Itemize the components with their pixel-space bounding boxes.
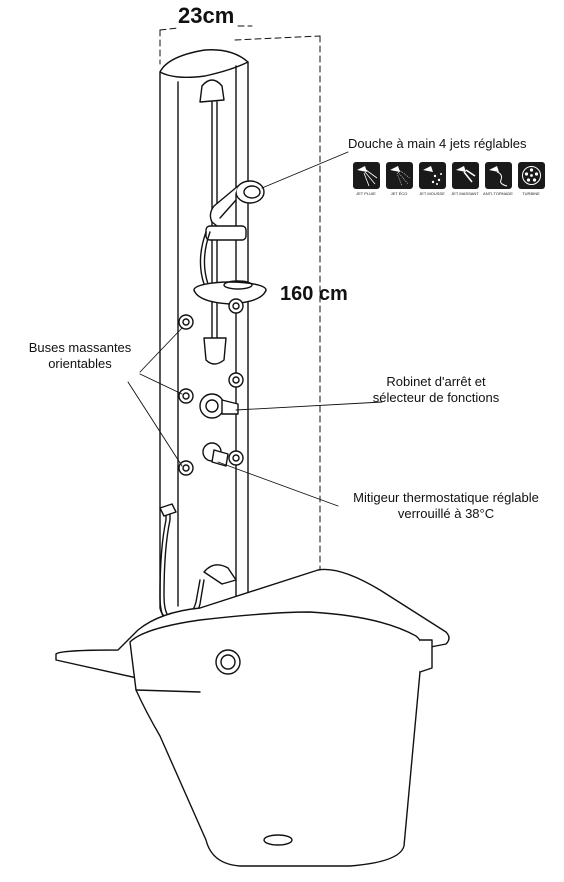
- jet-mode: JET MASSANT: [451, 162, 479, 196]
- hand-shower: [199, 151, 349, 285]
- massage-jets-label-line2: orientables: [48, 356, 112, 371]
- massage-jets-label: Buses massantes orientables: [6, 340, 154, 372]
- jet-mode: JET ÉCO: [385, 162, 413, 196]
- valve-label-line1: Robinet d'arrêt et: [386, 374, 486, 389]
- selector-valve: [199, 393, 383, 419]
- slide-stopper: [203, 337, 227, 365]
- eco-jet-icon: [385, 162, 413, 189]
- jet-mode: JET MOUSSE: [418, 162, 446, 196]
- rain-jet-icon: [352, 162, 380, 189]
- jet-caption: JET ÉCO: [390, 191, 408, 196]
- soap-dish: [193, 280, 267, 305]
- massage-jet-icon: [451, 162, 479, 189]
- turbine-jet-icon: [517, 162, 545, 189]
- valve-label: Robinet d'arrêt et sélecteur de fonction…: [356, 374, 516, 406]
- jet-mode: TURBINE: [517, 162, 545, 196]
- mixer-label-line1: Mitigeur thermostatique réglable: [353, 490, 539, 505]
- massage-jets: [178, 298, 244, 476]
- column-panel: [159, 49, 249, 621]
- jet-caption: JET MOUSSE: [419, 191, 445, 196]
- anti-scale-jet-icon: [484, 162, 512, 189]
- valve-label-line2: sélecteur de fonctions: [372, 390, 500, 405]
- hand-shower-label: Douche à main 4 jets réglables: [348, 136, 527, 151]
- width-dimension: 23cm: [178, 3, 235, 28]
- mixer-label: Mitigeur thermostatique réglable verroui…: [338, 490, 554, 522]
- jet-caption: ANTI-TORNADE: [483, 191, 513, 196]
- jet-mode: ANTI-TORNADE: [483, 162, 513, 196]
- jet-mode: JET PLUIE: [352, 162, 380, 196]
- massage-jets-label-line1: Buses massantes: [28, 340, 132, 355]
- spout: [203, 564, 237, 585]
- jet-caption: JET MASSANT: [451, 191, 479, 196]
- mixer-label-line2: verrouillé à 38°C: [397, 506, 495, 521]
- wall-outline: [159, 25, 321, 576]
- thermostatic-mixer: [202, 442, 339, 507]
- bathtub: [55, 568, 450, 867]
- foam-jet-icon: [418, 162, 446, 189]
- jet-callout-lines: [127, 327, 183, 467]
- jet-caption: TURBINE: [522, 191, 540, 196]
- jet-caption: JET PLUIE: [356, 191, 376, 196]
- jet-mode-icons: JET PLUIE JET ÉCO JET MOUSSE JET MASSANT…: [352, 162, 545, 196]
- height-dimension: 160 cm: [280, 283, 348, 305]
